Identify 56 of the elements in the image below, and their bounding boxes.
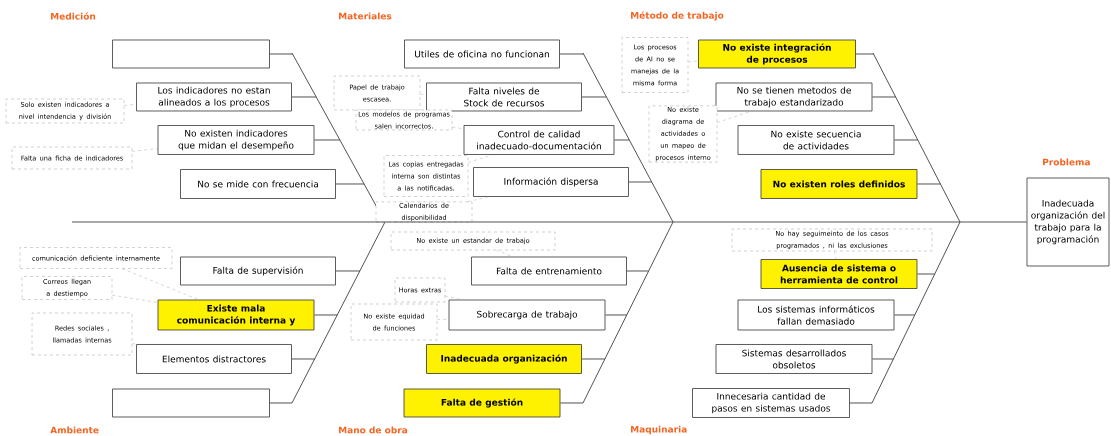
cause-box: Ausencia de sistema o herramienta de control — [760, 259, 918, 289]
connector-line — [626, 270, 650, 272]
cause-box: Elementos distractores — [136, 344, 292, 374]
connector-line — [581, 358, 606, 360]
connector-line — [313, 314, 338, 316]
connector-line — [291, 96, 317, 98]
connector-line — [335, 183, 365, 185]
category-label: Ambiente — [50, 426, 99, 434]
empty-box — [112, 39, 270, 69]
connector-line — [871, 358, 894, 360]
cause-box: No existen roles definidos — [760, 169, 918, 199]
connector-line — [313, 139, 341, 141]
cause-box: Existe mala comunicación interna y — [157, 299, 315, 331]
cause-box: No se tienen metodos de trabajo estandarizado — [715, 82, 873, 112]
connector-line — [628, 181, 653, 183]
cause-box: Control de calidad inadecuado-documentación — [463, 125, 615, 155]
cause-box: Falta de entrenamiento — [471, 256, 627, 286]
connector-line — [916, 273, 936, 275]
category-label: Mano de obra — [339, 426, 408, 434]
cause-box: No se mide con frecuencia — [180, 169, 336, 199]
connector-line — [613, 139, 630, 141]
connector-line — [291, 358, 316, 360]
cause-box: Sistemas desarrollados obsoletos — [715, 344, 873, 374]
cause-box: Información dispersa — [473, 167, 629, 197]
cause-box: Inadecuada organización — [426, 344, 582, 374]
cause-box: No existe integración de procesos — [698, 39, 856, 69]
connector-line — [849, 402, 873, 404]
connector-line — [893, 314, 916, 316]
connector-line — [559, 402, 584, 404]
cause-box: No existe secuencia de actividades — [737, 125, 895, 155]
cause-box: Falta de gestión — [403, 388, 561, 418]
connector-line — [269, 402, 293, 404]
category-label: Medición — [51, 12, 96, 20]
connector-line — [269, 53, 293, 55]
cause-box: Los sistemas informáticos fallan demasiado — [737, 299, 895, 331]
cause-box: Innecesaria cantidad de pasos en sistemas usados — [692, 388, 850, 418]
category-label: Materiales — [339, 12, 392, 20]
connector-line — [559, 53, 584, 55]
connector-line — [893, 139, 919, 141]
cause-box: No existen indicadores que midan el desempeño — [157, 125, 315, 155]
connector-line — [604, 314, 628, 316]
cause-box: Utiles de oficina no funcionan — [404, 39, 560, 69]
category-label: Problema — [1043, 158, 1090, 166]
cause-box: Sobrecarga de trabajo — [448, 299, 606, 331]
connector-line — [335, 270, 361, 272]
problem-box: Inadecuada organización del trabajo para la programación — [1026, 177, 1110, 267]
spine-line — [71, 221, 1028, 223]
category-label: Maquinaria — [631, 425, 687, 435]
cause-box: Falta de supervisión — [180, 256, 336, 286]
empty-box — [112, 388, 270, 418]
connector-line — [581, 96, 607, 98]
connector-line — [871, 96, 897, 98]
connector-line — [916, 183, 941, 185]
category-label: Método de trabajo — [631, 11, 724, 21]
cause-box: Los indicadores no estan alineados a los procesos — [136, 82, 292, 112]
connector-line — [855, 53, 874, 55]
